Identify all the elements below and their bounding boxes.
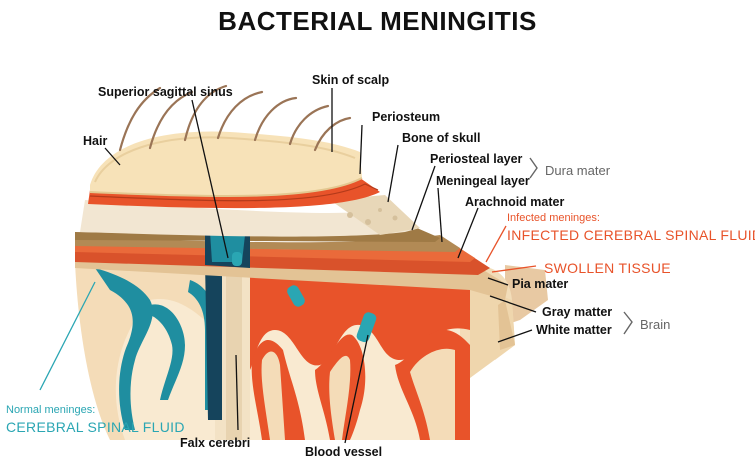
- infected-caption: Infected meninges:: [507, 212, 600, 224]
- blood-vessels: [232, 252, 377, 343]
- layer-periosteum: [88, 178, 380, 209]
- infected-pointer-lines: [485, 225, 537, 273]
- label-blood-vessel: Blood vessel: [305, 445, 383, 459]
- layer-pia-arachnoid: [75, 244, 490, 275]
- infected-fluid-label: INFECTED CEREBRAL SPINAL FLUID: [507, 227, 755, 243]
- label-periosteum: Periosteum: [372, 110, 441, 124]
- normal-caption: Normal meninges:: [6, 404, 96, 416]
- layer-bone: [80, 195, 420, 237]
- label-skin-of-scalp: Skin of scalp: [312, 73, 390, 87]
- label-falx-cerebri: Falx cerebri: [180, 436, 251, 450]
- diagram-title: BACTERIAL MENINGITIS: [218, 6, 537, 36]
- pointer-lines: [104, 88, 537, 444]
- group-dura-mater: Dura mater: [545, 163, 611, 178]
- label-hair: Hair: [83, 134, 108, 148]
- swollen-tissue-label: SWOLLEN TISSUE: [544, 260, 671, 276]
- label-gray-matter: Gray matter: [542, 305, 613, 319]
- front-face: [75, 262, 471, 440]
- label-meningeal-layer: Meningeal layer: [436, 174, 530, 188]
- hair-strands: [118, 84, 352, 152]
- brackets: [529, 157, 633, 335]
- normal-pointer-line: [39, 281, 96, 391]
- label-periosteal-layer: Periosteal layer: [430, 152, 523, 166]
- label-superior-sagittal-sinus: Superior sagittal sinus: [98, 85, 233, 99]
- label-arachnoid-mater: Arachnoid mater: [465, 195, 565, 209]
- group-brain: Brain: [640, 317, 671, 332]
- label-white-matter: White matter: [536, 323, 612, 337]
- layer-meningeal: [75, 235, 460, 252]
- label-pia-mater: Pia mater: [512, 277, 569, 291]
- normal-fluid-label: CEREBRAL SPINAL FLUID: [6, 419, 185, 435]
- label-bone-of-skull: Bone of skull: [402, 131, 481, 145]
- layer-scalp: [89, 131, 363, 197]
